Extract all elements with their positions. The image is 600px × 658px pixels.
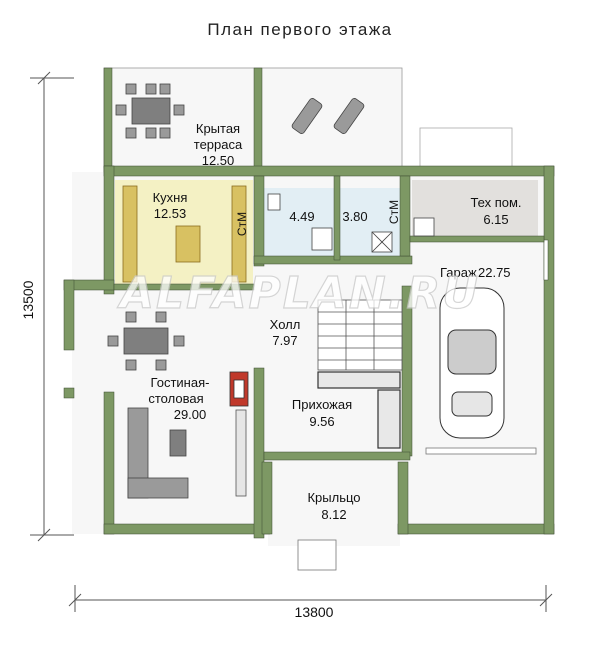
coffee-table bbox=[169, 429, 187, 457]
boiler bbox=[413, 217, 435, 237]
terrace-name-1: Крытая bbox=[196, 121, 240, 136]
garage-door bbox=[425, 447, 537, 455]
dimension-lines bbox=[30, 71, 553, 612]
lounge-chairs bbox=[291, 98, 365, 134]
kitchen-area: 12.53 bbox=[154, 206, 187, 221]
dining-table bbox=[107, 311, 185, 371]
fireplace bbox=[229, 371, 249, 407]
dimension-width: 13800 bbox=[295, 604, 334, 620]
terrace-name-2: терраса bbox=[194, 137, 243, 152]
staircase bbox=[317, 299, 403, 371]
porch-name: Крыльцо bbox=[307, 490, 360, 505]
garage-area: 22.75 bbox=[478, 265, 511, 280]
washer-label-1: СтМ bbox=[235, 212, 249, 236]
wardrobe bbox=[317, 371, 401, 449]
terrace-dining-set bbox=[115, 83, 185, 139]
watermark: ALFAPLAN.RU bbox=[117, 268, 480, 319]
living-area: 29.00 bbox=[174, 407, 207, 422]
entry-area: 9.56 bbox=[309, 414, 334, 429]
walls bbox=[63, 67, 555, 539]
plan-title: План первого этажа bbox=[207, 20, 393, 39]
car-icon bbox=[439, 287, 505, 439]
garage-name: Гараж bbox=[440, 265, 477, 280]
hall-area: 7.97 bbox=[272, 333, 297, 348]
porch-area: 8.12 bbox=[321, 507, 346, 522]
bath1-area: 4.49 bbox=[289, 209, 314, 224]
terrace-area: 12.50 bbox=[202, 153, 235, 168]
living-name-1: Гостиная- bbox=[151, 375, 210, 390]
entry-name: Прихожая bbox=[292, 397, 352, 412]
bath-fixtures bbox=[267, 193, 393, 253]
hall-name: Холл bbox=[270, 317, 301, 332]
sofa bbox=[127, 407, 189, 499]
washer-label-2: СтМ bbox=[387, 200, 401, 224]
kitchen-name: Кухня bbox=[153, 190, 188, 205]
kitchen-cabinets bbox=[122, 185, 247, 283]
living-name-2: столовая bbox=[148, 391, 203, 406]
tech-area: 6.15 bbox=[483, 212, 508, 227]
bath2-area: 3.80 bbox=[342, 209, 367, 224]
tech-name: Тех пом. bbox=[470, 195, 521, 210]
tv-stand bbox=[235, 409, 247, 497]
dimension-height: 13500 bbox=[20, 280, 36, 319]
